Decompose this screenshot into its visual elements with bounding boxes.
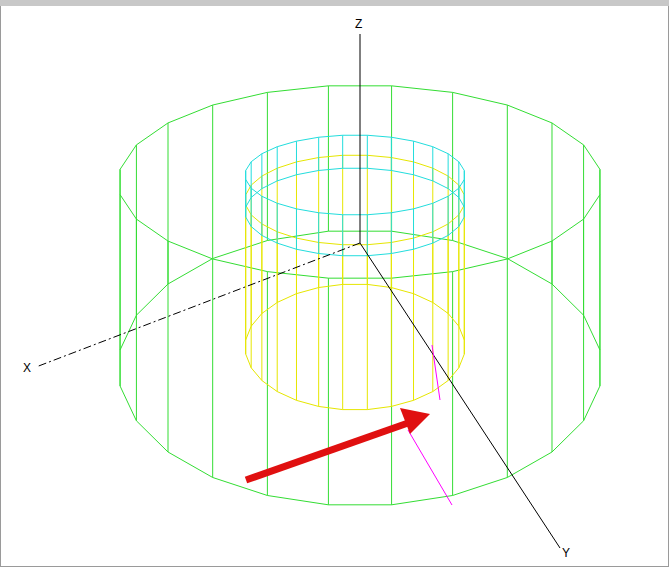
cylinder-rib: [391, 137, 392, 170]
y-axis-label: Y: [562, 547, 570, 559]
cylinder-rib: [136, 145, 137, 315]
cylinder-rib: [367, 155, 368, 284]
cylinder-rib: [342, 135, 343, 168]
cylinder-rib: [599, 169, 600, 350]
cylinder-rib: [448, 196, 449, 235]
cylinder-rib: [212, 105, 213, 258]
cylinder-rib: [328, 278, 329, 505]
cylinder-rib: [391, 158, 392, 288]
cylinder-rib: [391, 213, 392, 254]
cylinder-rib: [261, 176, 262, 313]
cylinder-rib: [251, 162, 252, 198]
cylinder-rib: [551, 123, 552, 284]
y-axis: [360, 243, 560, 548]
cylinder-ring: [246, 284, 465, 409]
cylinder-rib: [507, 105, 508, 258]
cylinder-rib: [458, 162, 459, 198]
cylinder-rib: [261, 196, 262, 235]
highlight-edge: [432, 345, 440, 400]
cylinder-rib: [432, 203, 433, 243]
cylinder-rib: [277, 203, 278, 243]
z-axis: [360, 34, 361, 243]
cylinder-rib: [458, 185, 459, 326]
cylinder-rib: [413, 162, 414, 294]
cylinder-rib: [267, 272, 268, 496]
cylinder-rib: [328, 86, 329, 231]
cylinder-rib: [464, 171, 465, 208]
inner-cylinder: [246, 155, 465, 409]
cylinder-rib: [413, 209, 414, 249]
cylinder-rib: [318, 213, 319, 254]
cylinder-rib: [296, 162, 297, 294]
cylinder-rib: [120, 169, 121, 350]
cylinder-rib: [413, 141, 414, 175]
pointer-arrow-head: [400, 408, 430, 434]
pointer-arrow-shaft: [246, 423, 408, 480]
cylinder-rib: [507, 259, 508, 478]
cylinder-rib: [432, 168, 433, 302]
cylinder-rib: [452, 92, 453, 240]
cylinder-rib: [367, 215, 368, 256]
cylinder-rib: [261, 154, 262, 189]
cylinder-rib: [448, 176, 449, 313]
cylinder-rib: [342, 155, 343, 284]
cylinder-rib: [245, 171, 246, 208]
cylinder-ring: [246, 135, 465, 214]
title-bar-edge: [0, 0, 669, 6]
cylinder-ring: [246, 168, 465, 255]
cylinder-rib: [448, 154, 449, 189]
cylinder-rib: [251, 185, 252, 326]
cylinder-rib: [318, 137, 319, 170]
cylinder-rib: [267, 92, 268, 240]
cylinder-rib: [296, 141, 297, 175]
cylinder-ring: [120, 231, 600, 505]
cylinder-rib: [168, 123, 169, 284]
z-axis-label: Z: [355, 18, 362, 30]
cylinder-rib: [367, 135, 368, 168]
upper-cylinder: [246, 135, 465, 255]
cylinder-rib: [277, 168, 278, 302]
cylinder-rib: [296, 209, 297, 249]
cylinder-rib: [212, 259, 213, 478]
x-axis: [36, 243, 360, 367]
highlight-edge: [408, 430, 452, 505]
cylinder-rib: [318, 158, 319, 288]
x-axis-label: X: [23, 362, 31, 374]
cylinder-rib: [277, 147, 278, 181]
cylinder-rib: [583, 145, 584, 315]
cylinder-rib: [432, 147, 433, 181]
